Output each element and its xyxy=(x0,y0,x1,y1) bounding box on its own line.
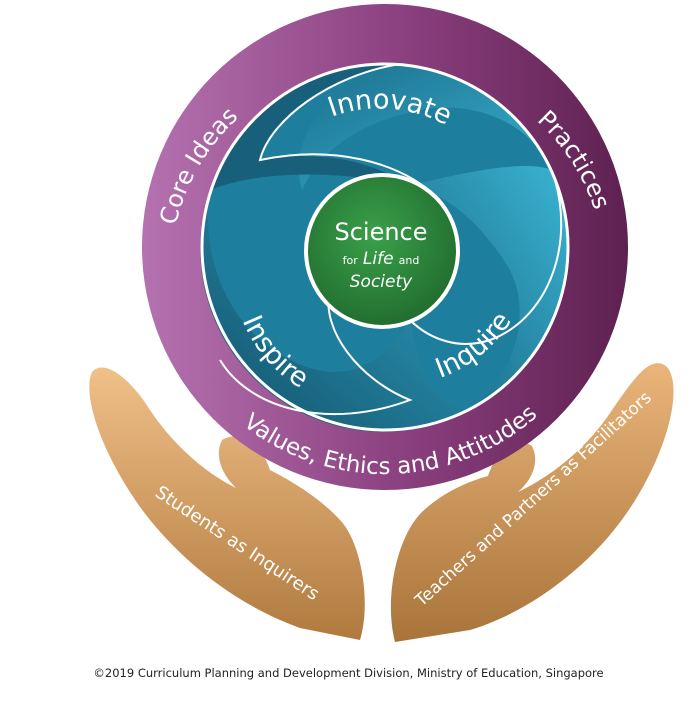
left-hand xyxy=(89,367,365,640)
right-hand xyxy=(390,363,674,642)
center-line2: for Life and xyxy=(343,249,420,269)
center-line3: Society xyxy=(350,272,413,292)
copyright-caption: ©2019 Curriculum Planning and Developmen… xyxy=(93,666,604,680)
center-title: Science xyxy=(334,218,427,246)
center-circle: Science for Life and Society xyxy=(304,173,460,329)
